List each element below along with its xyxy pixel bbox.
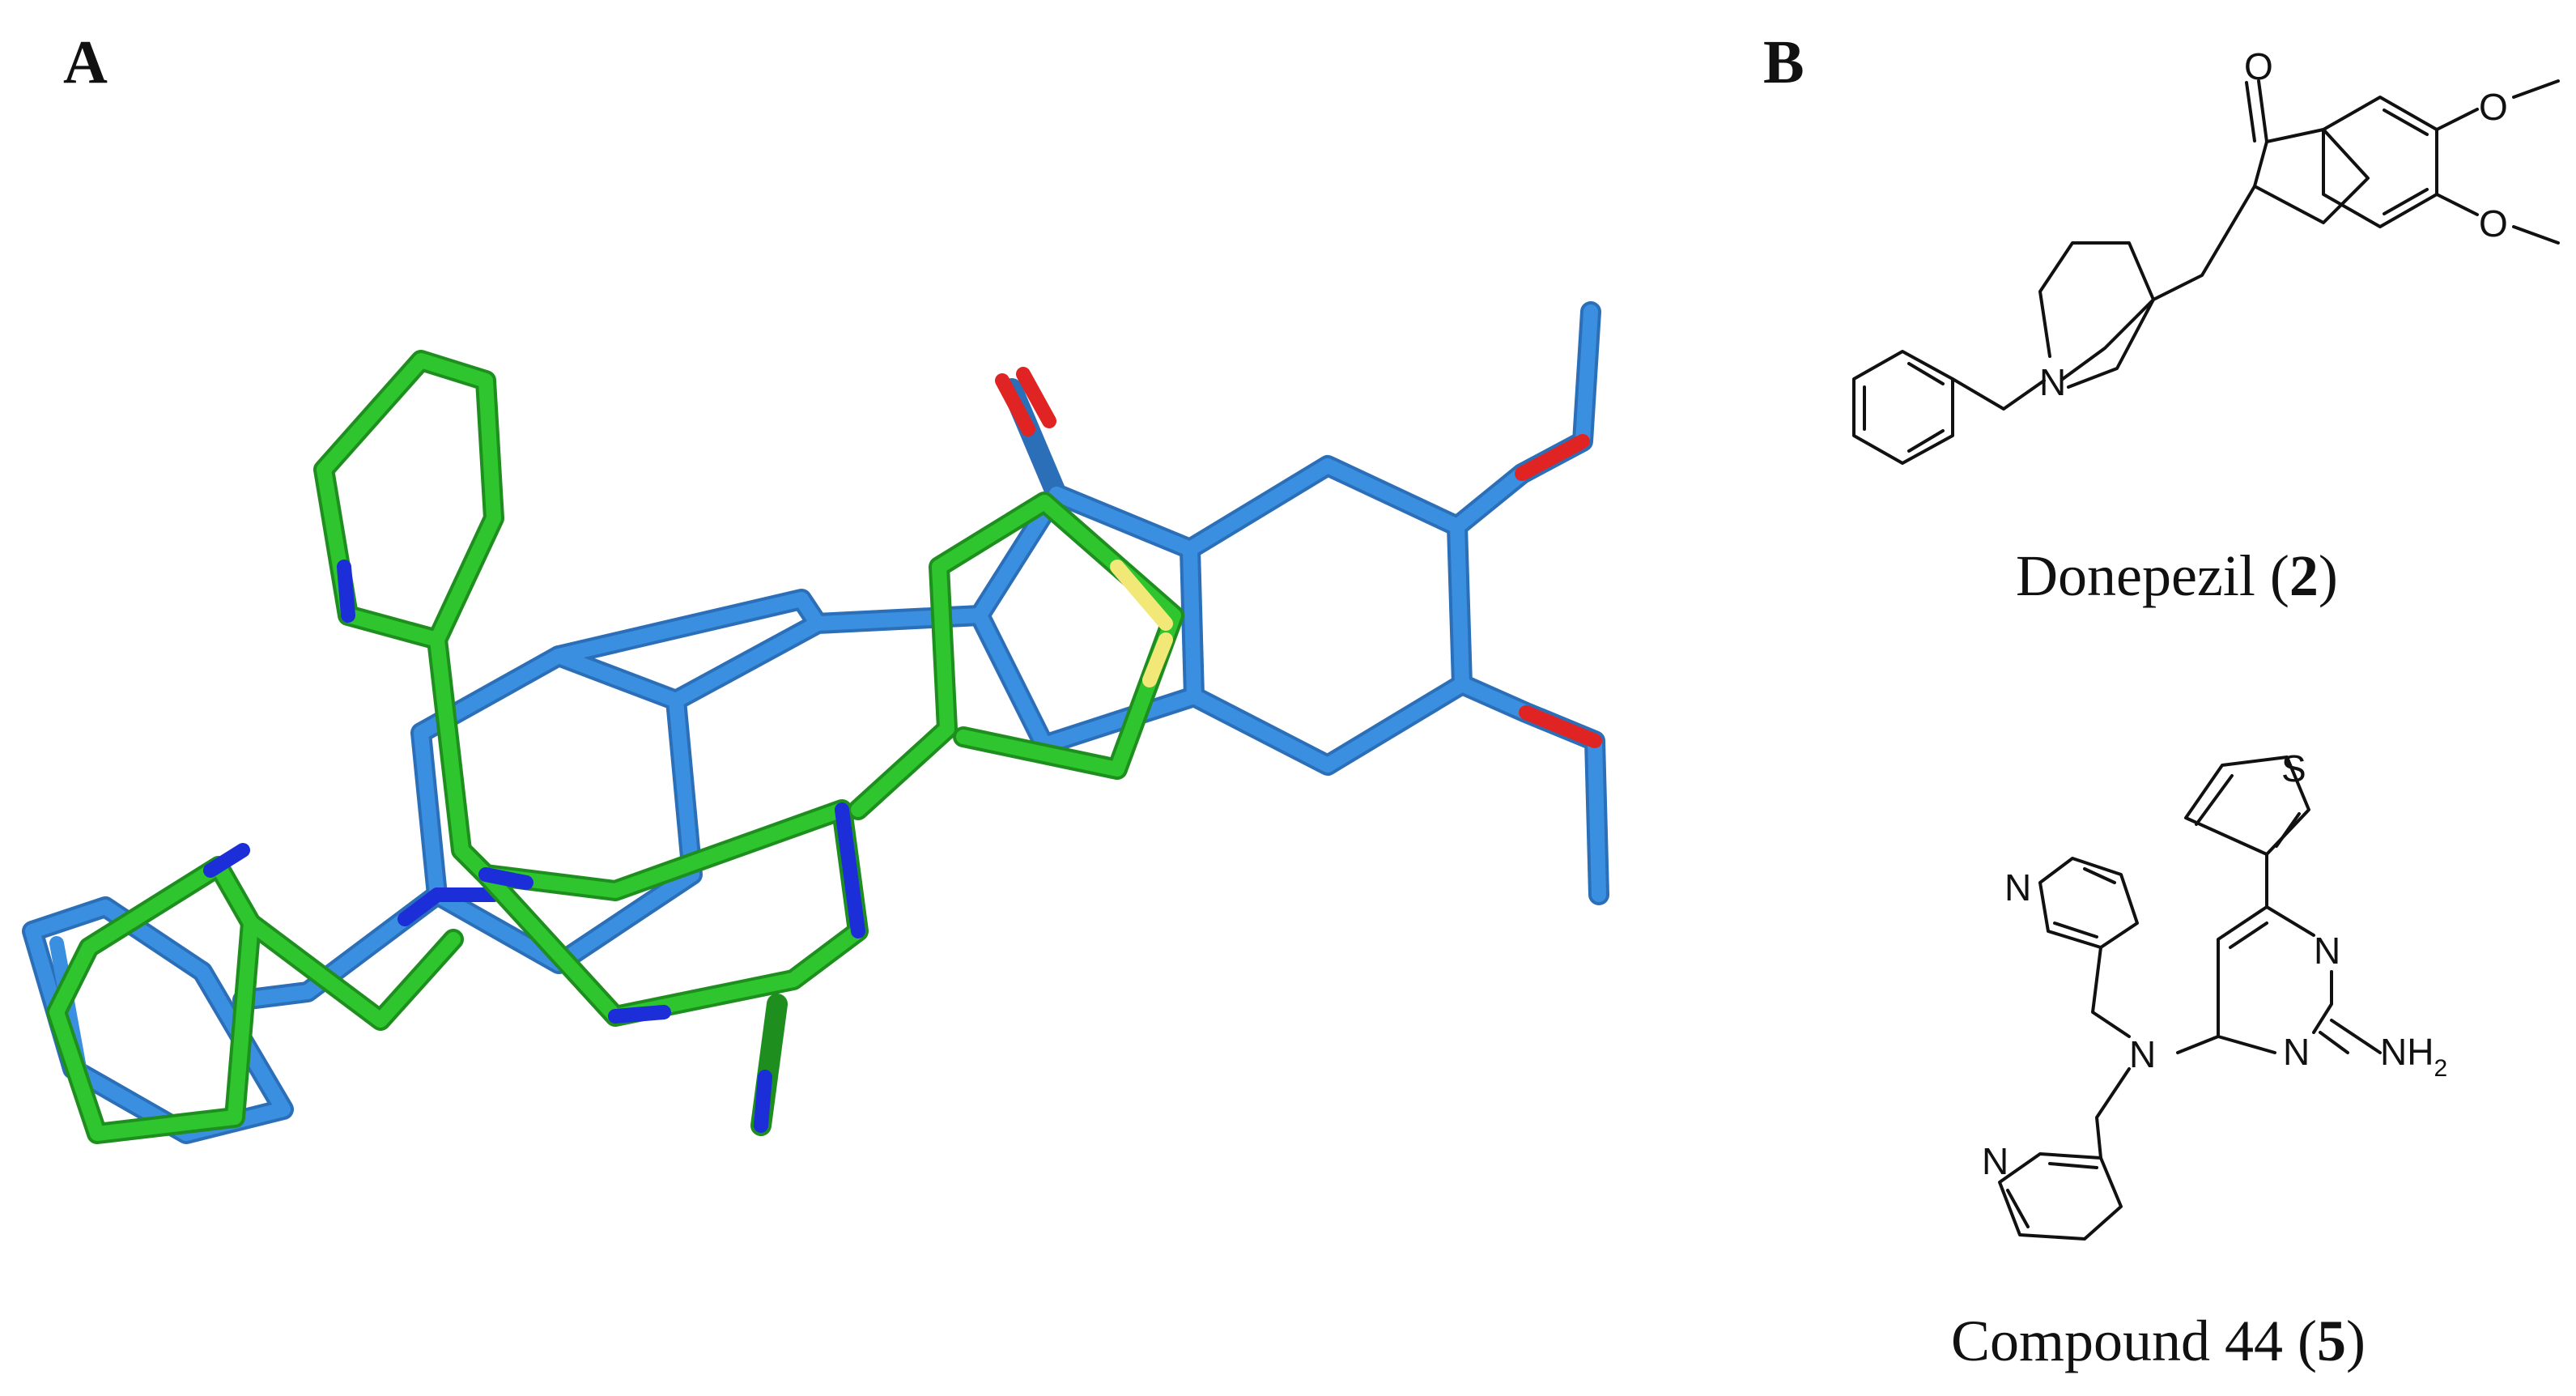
donepezil-caption: Donepezil (2)	[2016, 543, 2338, 608]
donepezil-3d-structure	[22, 301, 1609, 1144]
compound44-pyrimidine-n2-label: N	[2283, 1031, 2310, 1073]
panel-b-label: B	[1763, 28, 1804, 96]
donepezil-oxygens	[995, 367, 1602, 748]
compound44-pyridine-2-nitrogen-label: N	[1982, 1140, 2009, 1182]
donepezil-nitrogen	[397, 887, 501, 926]
compound44-sulfur	[1110, 560, 1173, 687]
compound44-sulfur-label: S	[2281, 747, 2306, 790]
donepezil-carbonyl-oxygen-label: O	[2244, 45, 2273, 87]
donepezil-3d-core	[25, 304, 1606, 1141]
compound44-central-nitrogen-label: N	[2129, 1033, 2156, 1075]
compound44-nitrogens	[203, 560, 865, 1133]
compound44-2d-structure: S N N NH2 N N N	[1982, 747, 2447, 1241]
compound44-pyrimidine-n1-label: N	[2314, 930, 2340, 972]
compound44-amine-label: NH2	[2380, 1031, 2447, 1082]
donepezil-2d-structure: N O O O	[1852, 45, 2560, 465]
overlay-3d-view	[22, 301, 1609, 1144]
donepezil-nitrogen-label: N	[2039, 361, 2066, 403]
compound44-pyridine-1-nitrogen-label: N	[2004, 866, 2031, 909]
panel-a-label: A	[63, 28, 108, 96]
compound44-caption: Compound 44 (5)	[1951, 1309, 2366, 1373]
donepezil-methoxy-oxygen-2-label: O	[2479, 202, 2508, 245]
donepezil-methoxy-oxygen-1-label: O	[2479, 86, 2508, 128]
